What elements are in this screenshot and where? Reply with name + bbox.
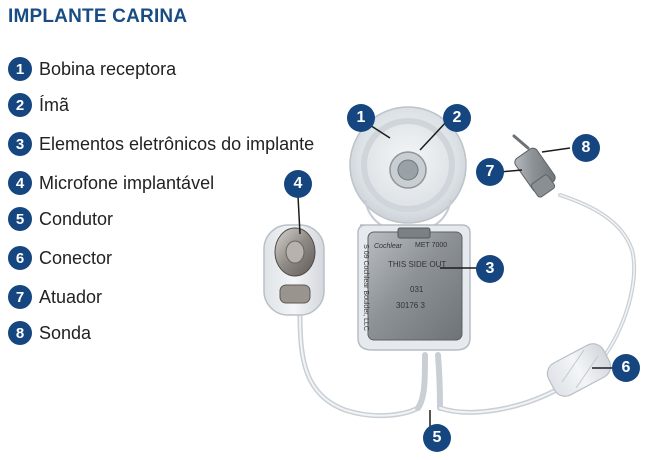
callout-2: 2 (443, 104, 471, 132)
callout-5: 5 (423, 424, 451, 452)
legend-item-1: 1 Bobina receptora (8, 56, 176, 82)
legend-label: Elementos eletrônicos do implante (39, 133, 315, 154)
legend-label: Bobina receptora (39, 58, 177, 79)
legend-number-badge: 3 (8, 132, 32, 156)
legend-label: Condutor (39, 208, 114, 229)
legend-number-badge: 8 (8, 321, 32, 345)
legend-item-5: 5 Condutor (8, 206, 113, 232)
legend-item-8: 8 Sonda (8, 320, 91, 346)
legend-number-badge: 2 (8, 93, 32, 117)
device-side: THIS SIDE OUT (388, 260, 447, 269)
magnet (389, 151, 427, 189)
legend-label: Sonda (39, 322, 92, 343)
legend-item-2: 2 Ímã (8, 92, 69, 118)
legend-label: Microfone implantável (39, 172, 215, 193)
diagram-title: IMPLANTE CARINA (8, 6, 188, 27)
legend-number-badge: 6 (8, 246, 32, 270)
device-code-1: 031 (410, 285, 424, 294)
legend-label: Atuador (39, 286, 103, 307)
callout-6: 6 (612, 354, 640, 382)
legend-item-7: 7 Atuador (8, 284, 102, 310)
legend-number-badge: 5 (8, 207, 32, 231)
actuator (512, 134, 556, 198)
callout-7: 7 (476, 158, 504, 186)
device-vertical-text: S 09 Cochlear Boulder, LLC (361, 244, 369, 331)
callout-4: 4 (284, 170, 312, 198)
legend-item-6: 6 Conector (8, 245, 112, 271)
legend-number-badge: 4 (8, 171, 32, 195)
callout-1: 1 (347, 104, 375, 132)
legend-item-3: 3 Elementos eletrônicos do implante (8, 131, 314, 157)
callout-8: 8 (572, 134, 600, 162)
implantable-microphone (263, 224, 325, 316)
connector (546, 343, 612, 397)
probe-tip (512, 134, 530, 150)
legend-number-badge: 7 (8, 285, 32, 309)
electronics-housing (357, 224, 471, 351)
legend-label: Ímã (39, 94, 70, 115)
device-brand: Cochlear (374, 243, 403, 250)
callout-leader-lines (297, 119, 614, 428)
device-code-2: 30176 3 (396, 301, 425, 310)
legend-number-badge: 1 (8, 57, 32, 81)
device-model: MET 7000 (415, 242, 448, 249)
legend-label: Conector (39, 247, 113, 268)
legend-item-4: 4 Microfone implantável (8, 170, 214, 196)
callout-3: 3 (476, 255, 504, 283)
lead-wires (297, 193, 637, 419)
